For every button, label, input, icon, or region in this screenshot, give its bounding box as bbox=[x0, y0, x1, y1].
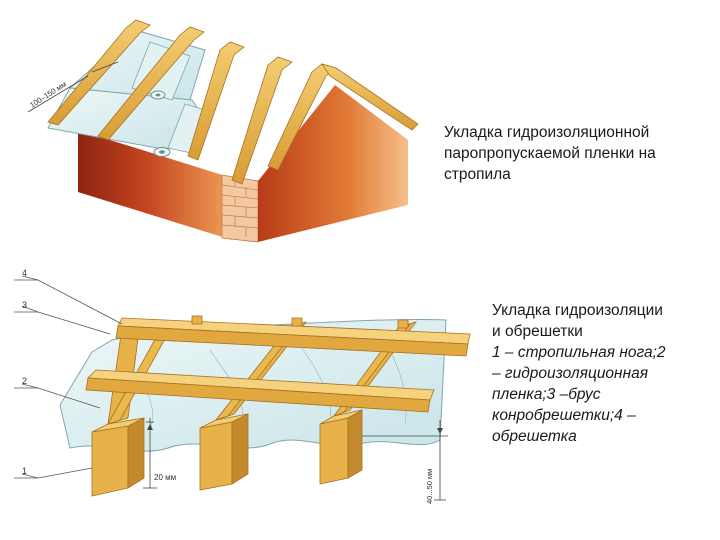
legend-line-4: конробрешетки;4 – bbox=[492, 407, 636, 424]
rafter-4 bbox=[231, 56, 293, 185]
rafters bbox=[47, 19, 419, 185]
caption-membrane-laying: Укладка гидроизоляционной паропропускаем… bbox=[444, 122, 656, 185]
brick-wall-gable bbox=[258, 85, 408, 242]
callout-1: 1 bbox=[22, 466, 27, 476]
clearance-dimension bbox=[362, 420, 448, 501]
callout-2: 2 bbox=[22, 376, 27, 386]
rafter-tops bbox=[191, 315, 409, 329]
legend-line-1: 1 – стропильная нога;2 bbox=[492, 344, 666, 361]
caption-top-line-2: паропропускаемой пленки на bbox=[444, 145, 656, 162]
legend-line-5: обрешетка bbox=[492, 428, 577, 445]
callout-baselines bbox=[14, 279, 38, 479]
rafter-1 bbox=[47, 19, 151, 126]
caption-bottom-title-2: и обрешетки bbox=[492, 323, 583, 340]
roof-layers-illustration: 20 мм 40...50 мм 4 3 2 1 bbox=[14, 268, 471, 504]
battens bbox=[85, 317, 471, 413]
caption-top-line-3: стропила bbox=[444, 166, 511, 183]
rafter-3 bbox=[187, 41, 245, 161]
rafter-gable-right bbox=[321, 63, 419, 131]
legend-line-3: пленка;3 –брус bbox=[492, 386, 601, 403]
gap-dimension bbox=[143, 418, 157, 489]
caption-top-line-1: Укладка гидроизоляционной bbox=[444, 124, 650, 141]
clearance-dimension-label: 40...50 мм bbox=[425, 469, 434, 504]
brick-wall-front bbox=[78, 130, 232, 240]
callout-3: 3 bbox=[22, 300, 27, 310]
house-illustration: 100–150 мм bbox=[27, 19, 419, 243]
callout-4: 4 bbox=[22, 268, 27, 278]
gap-dimension-label: 20 мм bbox=[154, 473, 176, 482]
legend-line-2: – гидроизоляционная bbox=[492, 365, 649, 382]
caption-bottom-title-1: Укладка гидроизоляции bbox=[492, 302, 663, 319]
caption-waterproofing-battens: Укладка гидроизоляции и обрешетки 1 – ст… bbox=[492, 300, 666, 447]
brick-corner bbox=[221, 174, 259, 243]
rafter-2 bbox=[97, 26, 205, 141]
